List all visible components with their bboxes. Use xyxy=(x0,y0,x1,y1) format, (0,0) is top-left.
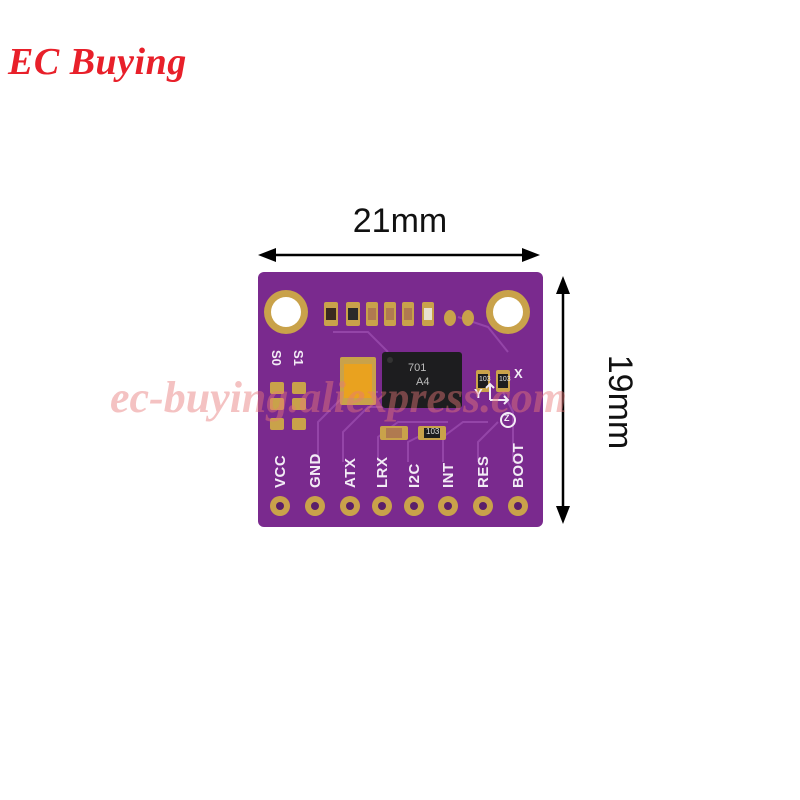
pad-label-s1: S1 xyxy=(291,350,306,366)
chip-marking-1: 701 xyxy=(408,362,427,374)
pin-label-i2c: I2C xyxy=(406,463,423,488)
axis-label-z: Z xyxy=(504,413,510,423)
board-graphic xyxy=(258,272,543,527)
pin-label-atx: ATX xyxy=(342,457,359,488)
pin-label-boot: BOOT xyxy=(510,442,527,488)
resistor-marking-2: 103 xyxy=(479,376,491,383)
pin-label-res: RES xyxy=(475,455,492,488)
pad-label-s0: S0 xyxy=(269,350,284,366)
brand-logo: EC Buying xyxy=(8,41,187,83)
pin-label-vcc: VCC xyxy=(272,454,289,488)
sensor-board: S0 S1 701 A4 103 103 103 X Y Z VCC GND A… xyxy=(258,272,543,527)
pin-label-lrx: LRX xyxy=(374,456,391,489)
chip-marking-2: A4 xyxy=(416,376,430,388)
resistor-marking-3: 103 xyxy=(499,376,511,383)
axis-label-x: X xyxy=(514,366,523,381)
resistor-marking-1: 103 xyxy=(426,427,440,436)
pin-label-gnd: GND xyxy=(307,453,324,488)
width-dimension-label: 21mm xyxy=(352,202,448,240)
pin-label-int: INT xyxy=(440,462,457,488)
axis-label-y: Y xyxy=(474,386,483,401)
height-dimension-label: 19mm xyxy=(601,354,639,450)
